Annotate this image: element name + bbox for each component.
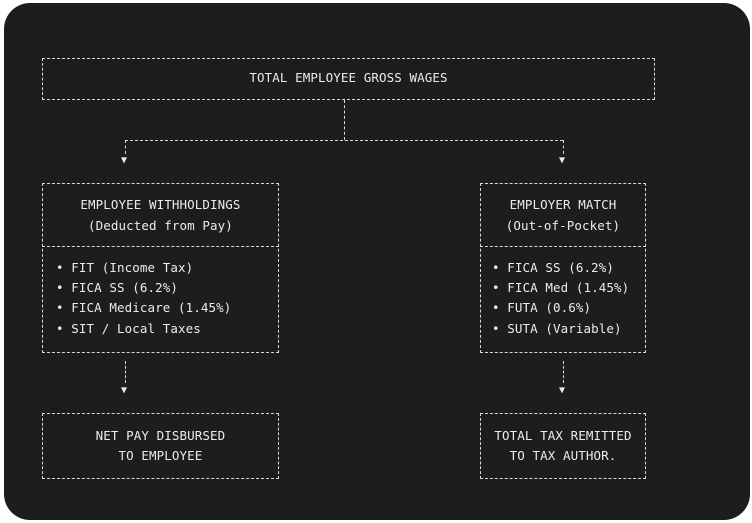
gross-wages-box	[42, 58, 655, 100]
withholdings-subtitle: (Deducted from Pay)	[88, 218, 233, 233]
arrow-down-icon: ▼	[559, 385, 566, 396]
connector-top-down	[344, 100, 345, 140]
arrow-down-icon: ▼	[121, 385, 128, 396]
diagram-card: TOTAL EMPLOYEE GROSS WAGES ▼ ▼ EMPLOYEE …	[4, 3, 750, 520]
employee-withholdings-box	[42, 183, 279, 353]
connector-right-down	[563, 140, 564, 154]
employer-match-divider	[480, 246, 646, 247]
employer-match-subtitle: (Out-of-Pocket)	[505, 218, 621, 233]
arrow-down-icon: ▼	[121, 155, 128, 166]
net-pay-line1: NET PAY DISBURSED	[95, 428, 226, 443]
list-item: • SUTA (Variable)	[492, 321, 622, 336]
gross-wages-label: TOTAL EMPLOYEE GROSS WAGES	[249, 70, 448, 85]
list-item: • FICA Medicare (1.45%)	[56, 300, 232, 315]
tax-remitted-line2: TO TAX AUTHOR.	[509, 448, 617, 463]
net-pay-line2: TO EMPLOYEE	[118, 448, 203, 463]
list-item: • SIT / Local Taxes	[56, 321, 201, 336]
list-item: • FICA SS (6.2%)	[56, 280, 179, 295]
list-item: • FUTA (0.6%)	[492, 300, 592, 315]
arrow-down-icon: ▼	[559, 155, 566, 166]
employer-match-box	[480, 183, 646, 353]
list-item: • FICA SS (6.2%)	[492, 260, 615, 275]
connector-left-result	[125, 361, 126, 383]
list-item: • FICA Med (1.45%)	[492, 280, 630, 295]
tax-remitted-line1: TOTAL TAX REMITTED	[494, 428, 632, 443]
withholdings-divider	[42, 246, 279, 247]
connector-left-down	[125, 140, 126, 154]
tax-remitted-box	[480, 413, 646, 479]
withholdings-title: EMPLOYEE WITHHOLDINGS	[80, 197, 241, 212]
employer-match-title: EMPLOYER MATCH	[509, 197, 617, 212]
connector-right-result	[563, 361, 564, 383]
connector-split	[125, 140, 563, 141]
net-pay-box	[42, 413, 279, 479]
list-item: • FIT (Income Tax)	[56, 260, 194, 275]
